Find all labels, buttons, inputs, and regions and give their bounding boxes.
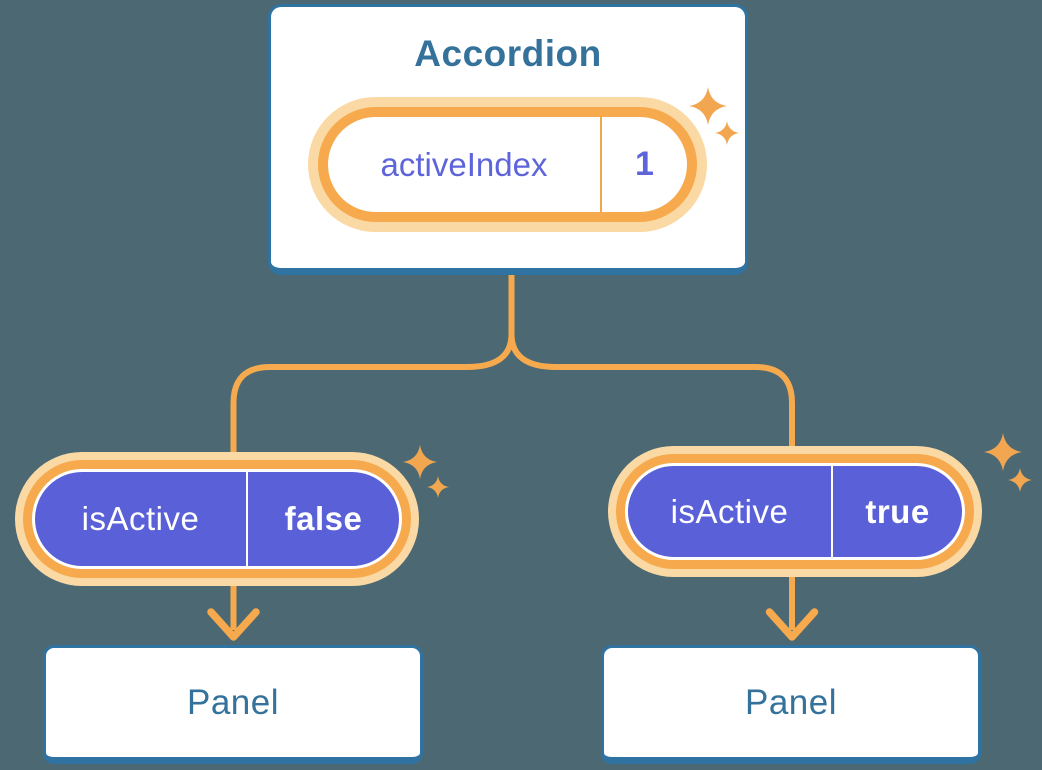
- state-name-cell: activeIndex: [328, 117, 602, 212]
- pill-glow-ring: isActive false: [15, 452, 419, 586]
- prop-value-label: true: [865, 492, 930, 530]
- state-value-label: 1: [635, 145, 654, 183]
- pill-body: activeIndex 1: [328, 117, 687, 212]
- prop-value-label: false: [284, 500, 363, 537]
- prop-name-label: isActive: [81, 500, 200, 537]
- prop-name-cell: isActive: [35, 472, 248, 566]
- prop-name-cell: isActive: [628, 466, 833, 557]
- panel-title: Panel: [744, 682, 838, 722]
- state-value-cell: 1: [602, 117, 687, 212]
- accordion-title: Accordion: [414, 33, 602, 74]
- arrow-down-icon: [765, 608, 819, 641]
- panel-component-card-left: Panel: [43, 645, 423, 764]
- pill-glow-ring: activeIndex 1: [308, 97, 707, 232]
- pill-orange-ring: isActive false: [23, 460, 411, 578]
- panel-component-card-right: Panel: [601, 645, 981, 764]
- prop-pill-isactive-false: isActive false: [15, 452, 419, 586]
- connector-left-branch: [230, 272, 515, 630]
- pill-body: isActive false: [32, 469, 402, 569]
- panel-title: Panel: [186, 682, 280, 722]
- pill-glow-ring: isActive true: [608, 446, 982, 577]
- prop-pill-isactive-true: isActive true: [608, 446, 982, 577]
- arrow-down-icon: [207, 608, 260, 641]
- pill-orange-ring: activeIndex 1: [318, 107, 697, 222]
- pill-orange-ring: isActive true: [616, 454, 974, 569]
- connector-right-branch: [508, 272, 795, 630]
- prop-value-cell: false: [248, 472, 399, 566]
- prop-value-cell: true: [833, 466, 962, 557]
- state-name-label: activeIndex: [380, 145, 548, 183]
- pill-body: isActive true: [625, 463, 965, 560]
- prop-name-label: isActive: [670, 492, 789, 530]
- state-pill-activeindex: activeIndex 1: [308, 97, 707, 232]
